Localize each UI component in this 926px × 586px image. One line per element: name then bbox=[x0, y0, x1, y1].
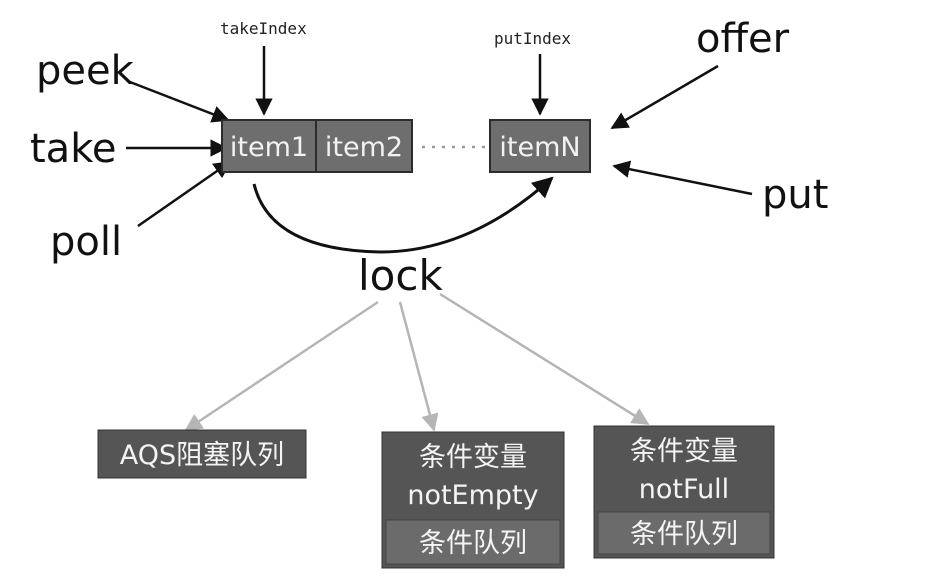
condition-name: notFull bbox=[639, 474, 729, 505]
lock-to-aqs-arrow bbox=[184, 300, 379, 432]
condition-queue-box bbox=[385, 519, 561, 565]
peek-label: peek bbox=[36, 48, 135, 94]
queue-cell-label: itemN bbox=[499, 132, 580, 163]
take-label: take bbox=[30, 126, 117, 172]
take-index-label: takeIndex bbox=[220, 19, 307, 38]
condition-queue-box bbox=[597, 511, 771, 555]
put-label: put bbox=[762, 172, 828, 218]
queue-cell: item1 bbox=[221, 119, 317, 173]
put-arrow bbox=[612, 160, 753, 196]
condition-title: 条件变量 bbox=[630, 436, 738, 467]
lock-to-not-full-arrow bbox=[439, 292, 650, 426]
condition-queue-label: 条件队列 bbox=[419, 528, 527, 559]
offer-label: offer bbox=[696, 16, 790, 62]
condition-not-empty: 条件变量 notEmpty 条件队列 bbox=[381, 431, 565, 569]
condition-name: notEmpty bbox=[407, 480, 538, 511]
aqs-queue-label: AQS阻塞队列 bbox=[120, 440, 284, 471]
peek-arrow bbox=[129, 80, 230, 123]
lock-cycle-arrow bbox=[252, 176, 554, 254]
condition-not-full: 条件变量 notFull 条件队列 bbox=[593, 425, 775, 559]
condition-title: 条件变量 bbox=[419, 442, 527, 473]
offer-arrow bbox=[610, 64, 719, 130]
queue-cell-label: item2 bbox=[325, 132, 403, 163]
put-index-label: putIndex bbox=[494, 29, 571, 48]
lock-label: lock bbox=[358, 251, 443, 300]
aqs-blocking-queue: AQS阻塞队列 bbox=[97, 429, 307, 479]
poll-label: poll bbox=[50, 219, 122, 265]
queue-cell: item2 bbox=[315, 119, 413, 173]
queue-cell: itemN bbox=[489, 119, 591, 173]
queue-cell-label: item1 bbox=[230, 132, 308, 163]
condition-queue-label: 条件队列 bbox=[630, 519, 738, 550]
poll-arrow bbox=[137, 160, 232, 228]
lock-to-not-empty-arrow bbox=[398, 301, 439, 432]
